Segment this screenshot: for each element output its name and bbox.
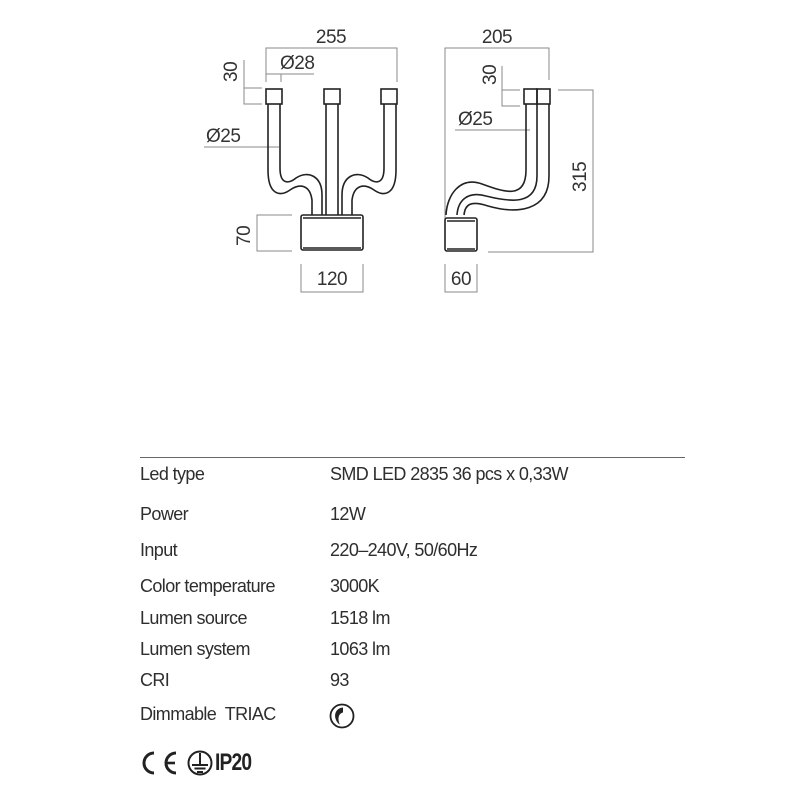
spec-label: Dimmable TRIAC — [140, 704, 276, 724]
side-base-width-label: 60 — [451, 269, 471, 290]
spec-value: 220–240V, 50/60Hz — [330, 540, 478, 560]
spec-row-color-temperature: Color temperature 3000K — [140, 576, 685, 604]
spec-table: Led type SMD LED 2835 36 pcs x 0,33W Pow… — [140, 457, 685, 729]
spec-row-input: Input 220–240V, 50/60Hz — [140, 540, 685, 568]
front-cap-diameter-label: Ø28 — [280, 53, 314, 74]
spec-label: Power — [140, 504, 189, 524]
front-view: 255 Ø28 30 Ø25 70 120 — [204, 27, 398, 293]
spec-row-led-type: Led type SMD LED 2835 36 pcs x 0,33W — [140, 464, 685, 492]
front-base-height-label: 70 — [234, 226, 255, 246]
spec-value: 3000K — [330, 576, 380, 596]
technical-drawing: 255 Ø28 30 Ø25 70 120 — [204, 27, 594, 293]
spec-row-lumen-source: Lumen source 1518 lm — [140, 608, 685, 636]
spec-value: 12W — [330, 504, 366, 524]
spec-value: 1063 lm — [330, 639, 390, 659]
spec-value: SMD LED 2835 36 pcs x 0,33W — [330, 464, 569, 484]
spec-row-lumen-system: Lumen system 1063 lm — [140, 639, 685, 667]
certifications: IP20 — [140, 748, 260, 778]
spec-label: Lumen source — [140, 608, 247, 628]
spec-row-dimmable: Dimmable TRIAC — [140, 703, 685, 732]
ip-rating-badge: IP20 — [215, 749, 252, 776]
ce-mark-icon — [142, 751, 177, 775]
front-base-width-label: 120 — [317, 269, 347, 290]
spec-value: 1518 lm — [330, 608, 390, 628]
side-cap-height-label: 30 — [480, 65, 501, 85]
side-view: 205 30 Ø25 315 60 — [444, 27, 594, 293]
side-tube-diameter-label: Ø25 — [458, 109, 492, 130]
spec-row-cri: CRI 93 — [140, 670, 685, 698]
side-depth-label: 205 — [482, 27, 512, 48]
spec-value: 93 — [330, 670, 349, 690]
spec-label: Color temperature — [140, 576, 275, 596]
dimmable-icon — [329, 703, 355, 729]
spec-row-power: Power 12W — [140, 504, 685, 532]
side-height-label: 315 — [570, 162, 591, 192]
spec-label: Lumen system — [140, 639, 250, 659]
front-cap-height-label: 30 — [221, 62, 242, 82]
earth-ground-class-1-icon — [187, 750, 213, 776]
front-tube-diameter-label: Ø25 — [206, 126, 240, 147]
front-width-label: 255 — [316, 27, 346, 48]
spec-label: Input — [140, 540, 178, 560]
spec-label: Led type — [140, 464, 205, 484]
spec-label: CRI — [140, 670, 170, 690]
